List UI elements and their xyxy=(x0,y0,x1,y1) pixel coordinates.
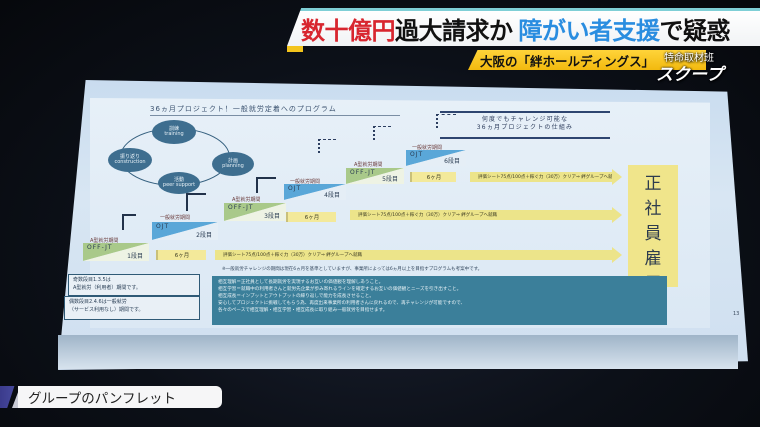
challenge-line-2: 36ヵ月プロジェクトの仕組み xyxy=(476,124,574,132)
cycle-node-label: 訓練 xyxy=(168,125,179,132)
info-line: （サービス利用なし）期間です。 xyxy=(69,306,144,313)
cycle-node-sub: training xyxy=(164,131,184,137)
cycle-node-label: 活動 xyxy=(173,176,184,183)
cycle-node-planning: 計画 planning xyxy=(212,152,254,176)
scoop-title: スクープ xyxy=(656,65,723,85)
step-stage: 4段目 xyxy=(324,192,340,199)
info-line: 奇数段目1.3.5は xyxy=(73,277,111,283)
panel-line: 相互理解＝正社員として長期就労を実現するお互いの価値観を理解しあうこと。 xyxy=(218,280,384,285)
offjt-triangle xyxy=(83,243,149,261)
step-type: OFF-JT xyxy=(87,244,113,251)
phase-label: 一般就労期間 xyxy=(290,179,321,185)
caption-lower-third: グループのパンフレット xyxy=(18,386,222,408)
panel-line: 相互学習＝就職中の利用者さんと就労先企業が歩み寄れるラインを確定するお互いの価値… xyxy=(218,287,462,293)
dashed-connector xyxy=(373,126,391,127)
step-type: OJT xyxy=(288,185,302,192)
dashed-connector xyxy=(436,114,456,115)
headline-accent xyxy=(287,46,303,52)
sub-headline-bar: 大阪の「絆ホールディングス」 xyxy=(468,50,706,70)
cycle-node-label: 計画 xyxy=(227,157,238,164)
ojt-triangle xyxy=(406,150,466,166)
dashed-connector xyxy=(436,114,438,128)
step-type: OFF-JT xyxy=(228,204,254,211)
ojt-triangle xyxy=(152,222,218,240)
cycle-node-sub: planning xyxy=(222,163,244,169)
cycle-node-training: 訓練 training xyxy=(152,120,196,144)
step-stage: 3段目 xyxy=(264,213,280,220)
step-6-ojt: OJT 6段目 xyxy=(406,150,466,166)
ojt-triangle xyxy=(284,184,346,200)
cycle-node-label: 振り返り xyxy=(119,153,140,160)
scoop-team-label: 特命取材班 xyxy=(664,53,714,64)
scoop-logo: 特命取材班 スクープ xyxy=(652,49,760,85)
info-box-odd-stages: 奇数段目1.3.5は A型就労（利用者）期間です。 xyxy=(68,274,200,296)
headline-overbilling: 過大請求か xyxy=(395,17,513,45)
step-1-offjt: OFF-JT 1段目 xyxy=(83,243,149,261)
explanation-panel: 相互理解＝正社員として長期就労を実現するお互いの価値観を理解しあうこと。 相互学… xyxy=(212,276,667,325)
info-box-even-stages: 偶数段目2.4.6は一般就労 （サービス利用なし）期間です。 xyxy=(64,296,200,320)
offjt-triangle xyxy=(346,168,404,184)
step-4-ojt: OJT 4段目 xyxy=(284,184,346,200)
employment-arrow-1: 評価シート75点/100点＋稼ぐ力（30万）クリア⇒ 絆グループへ就職 xyxy=(470,169,622,185)
step-type: OFF-JT xyxy=(350,169,376,176)
hire-char: 員 xyxy=(644,224,662,244)
hire-char: 雇 xyxy=(644,249,662,269)
step-3-offjt: OFF-JT 3段目 xyxy=(224,203,286,221)
dashed-connector xyxy=(373,126,375,140)
step-stage: 2段目 xyxy=(196,232,212,239)
info-line: 偶数段目2.4.6は一般就労 xyxy=(69,299,127,305)
hire-char: 正 xyxy=(644,174,662,194)
info-line: A型就労（利用者）期間です。 xyxy=(73,284,141,291)
employment-arrow-2: 評価シート75点/100点＋稼ぐ力（30万）クリア⇒ 絆グループへ就職 xyxy=(350,207,622,223)
headline-banner: 数十億円 過大請求か 障がい者支援 で疑惑 xyxy=(287,8,760,46)
employment-arrow-3: 評価シート75点/100点＋稼ぐ力（30万）クリア⇒ 絆グループへ就職 xyxy=(215,247,622,263)
step-stage: 5段目 xyxy=(382,176,398,183)
cycle-node-sub: peer support xyxy=(162,182,196,188)
cycle-node-activity: 活動 peer support xyxy=(158,172,200,194)
hire-char: 社 xyxy=(644,199,662,219)
phase-label: A型就労期間 xyxy=(90,238,119,244)
dashed-connector xyxy=(318,139,336,140)
phase-label: A型就労期間 xyxy=(354,162,383,168)
pamphlet-title: 36ヵ月プロジェクト！一般就労定着へのプログラム xyxy=(150,104,400,116)
month-box: 6ヶ月 xyxy=(286,212,336,222)
step-type: OJT xyxy=(156,223,170,230)
cycle-node-reflection: 振り返り construction xyxy=(108,148,152,172)
step-type: OJT xyxy=(410,151,424,158)
panel-line: 安心してプロジェクトに挑戦してもらう為、再度出来事業所の利用者さんに戻れるので、… xyxy=(218,301,466,307)
step-connector xyxy=(256,177,276,193)
dashed-connector xyxy=(318,139,320,153)
step-5-offjt: OFF-JT 5段目 xyxy=(346,168,404,184)
note-text: ※一般就労チャレンジの期間は現在6ヵ月を基準としていますが、事業所によっては6ヵ… xyxy=(222,267,483,272)
phase-label: A型就労期間 xyxy=(232,197,261,203)
headline-suspicion: で疑惑 xyxy=(659,17,731,45)
phase-label: 一般就労期間 xyxy=(160,215,191,221)
challenge-title-box: 何度でもチャレンジ可能な 36ヵ月プロジェクトの仕組み xyxy=(440,111,610,139)
pamphlet-bottom-edge xyxy=(58,335,738,369)
offjt-triangle xyxy=(224,203,286,221)
step-connector xyxy=(186,193,206,211)
step-connector xyxy=(122,214,136,230)
panel-line: 相互成長＝インプットとアウトプットの繰り返しで能力を成長させること。 xyxy=(218,294,374,300)
cycle-node-sub: construction xyxy=(114,159,146,165)
month-box: 6ヶ月 xyxy=(410,172,456,182)
step-stage: 1段目 xyxy=(127,253,143,260)
headline-disability-support: 障がい者支援 xyxy=(518,17,661,45)
challenge-line-1: 何度でもチャレンジ可能な xyxy=(481,116,569,123)
phase-label: 一般就労期間 xyxy=(412,145,443,151)
page-number: 13 xyxy=(733,311,740,317)
headline-amount: 数十億円 xyxy=(301,17,396,45)
panel-line: 各々のペースで相互理解・相互学習・相互成長に取り組み一般就労を目指せます。 xyxy=(218,308,388,314)
month-box: 6ヶ月 xyxy=(156,250,206,260)
full-time-employment-box: 正 社 員 雇 用 xyxy=(628,165,678,294)
step-stage: 6段目 xyxy=(444,158,460,165)
step-2-ojt: OJT 2段目 xyxy=(152,222,218,240)
